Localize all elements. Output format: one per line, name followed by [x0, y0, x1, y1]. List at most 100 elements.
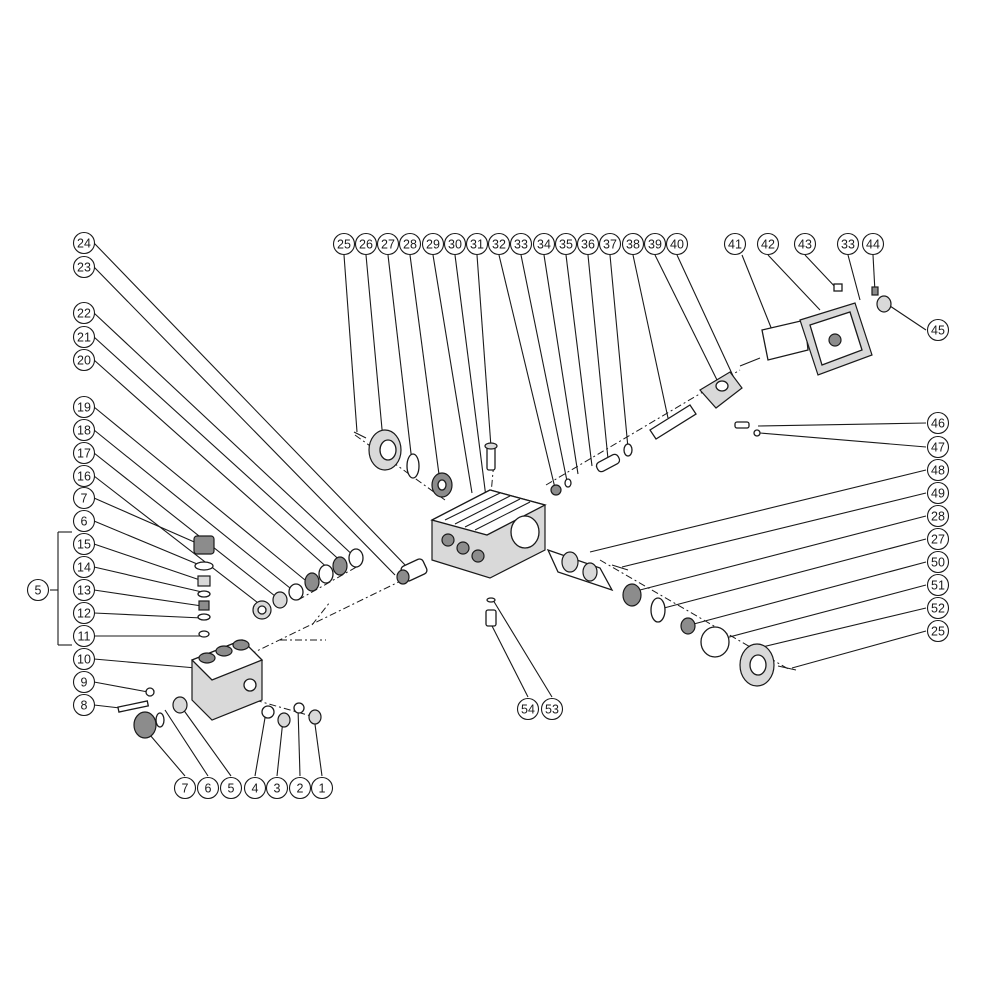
callout-circle [72, 555, 96, 579]
callout-label: 52 [931, 602, 945, 616]
callout-36: 36 [576, 232, 600, 256]
callout-circle [926, 458, 950, 482]
callout-label: 23 [77, 261, 91, 275]
callout-circle [598, 232, 622, 256]
callout-19: 19 [72, 395, 96, 419]
callout-circle [72, 348, 96, 372]
callout-label: 24 [77, 237, 91, 251]
callout-label: 18 [77, 424, 91, 438]
callout-label: 5 [35, 584, 42, 598]
callout-label: 46 [931, 417, 945, 431]
callout-12: 12 [72, 601, 96, 625]
callout-1: 1 [310, 776, 334, 800]
callout-label: 11 [78, 630, 91, 644]
callout-label: 38 [626, 238, 640, 252]
callout-circle [72, 441, 96, 465]
callout-label: 29 [426, 238, 440, 252]
callout-circle [72, 301, 96, 325]
callout-label: 45 [931, 324, 945, 338]
callout-label: 20 [77, 354, 91, 368]
callout-circle [72, 486, 96, 510]
callout-circle [72, 647, 96, 671]
callout-label: 4 [252, 782, 259, 796]
callout-circle [443, 232, 467, 256]
callout-26: 26 [354, 232, 378, 256]
callout-circle [926, 573, 950, 597]
callout-20: 20 [72, 348, 96, 372]
callout-9: 9 [72, 670, 96, 694]
callout-label: 37 [603, 238, 617, 252]
callout-circle [72, 395, 96, 419]
callout-circle [756, 232, 780, 256]
callout-3: 3 [265, 776, 289, 800]
callout-label: 8 [81, 699, 88, 713]
callout-label: 36 [581, 238, 595, 252]
callout-54: 54 [516, 697, 540, 721]
callout-25: 25 [332, 232, 356, 256]
callout-53: 53 [540, 697, 564, 721]
callout-label: 54 [521, 703, 535, 717]
callout-circle [288, 776, 312, 800]
connecting-rod [550, 357, 761, 496]
callout-circle [665, 232, 689, 256]
callout-circle [72, 670, 96, 694]
callout-label: 7 [182, 782, 189, 796]
callout-label: 14 [77, 561, 91, 575]
callout-8: 8 [72, 693, 96, 717]
callout-label: 7 [81, 492, 88, 506]
seal-set [252, 548, 428, 620]
callout-circle [926, 435, 950, 459]
callout-circle [72, 578, 96, 602]
callout-11: 11 [72, 624, 96, 648]
callout-circle [26, 578, 50, 602]
callout-circle [621, 232, 645, 256]
callout-34: 34 [532, 232, 556, 256]
callout-6: 6 [196, 776, 220, 800]
callout-circle [219, 776, 243, 800]
callout-circle [793, 232, 817, 256]
callout-label: 26 [359, 238, 373, 252]
callout-circle [310, 776, 334, 800]
callout-label: 5 [228, 782, 235, 796]
callout-label: 21 [77, 331, 91, 345]
callout-2: 2 [288, 776, 312, 800]
callout-label: 6 [205, 782, 212, 796]
callout-circle [926, 481, 950, 505]
callout-50: 50 [926, 550, 950, 574]
callout-circle [465, 232, 489, 256]
callout-circle [926, 619, 950, 643]
callout-label: 39 [648, 238, 662, 252]
callout-30: 30 [443, 232, 467, 256]
callout-28: 28 [398, 232, 422, 256]
callout-circle [243, 776, 267, 800]
callout-5: 5 [26, 578, 50, 602]
callout-48: 48 [926, 458, 950, 482]
callout-label: 3 [274, 782, 281, 796]
callout-5: 5 [219, 776, 243, 800]
drain-plug [485, 597, 497, 627]
callout-circle [72, 601, 96, 625]
callout-17: 17 [72, 441, 96, 465]
callout-44: 44 [861, 232, 885, 256]
callout-35: 35 [554, 232, 578, 256]
callout-label: 50 [931, 556, 945, 570]
callout-label: 6 [81, 515, 88, 529]
callout-label: 15 [77, 538, 91, 552]
bearing-cover-left [353, 429, 453, 498]
callout-circle [540, 697, 564, 721]
callout-7: 7 [72, 486, 96, 510]
callout-circle [926, 504, 950, 528]
callout-47: 47 [926, 435, 950, 459]
crankshaft [546, 548, 629, 592]
callout-28: 28 [926, 504, 950, 528]
callout-42: 42 [756, 232, 780, 256]
callout-21: 21 [72, 325, 96, 349]
callout-circle [926, 411, 950, 435]
callout-circle [576, 232, 600, 256]
callout-circle [72, 532, 96, 556]
pins [734, 421, 761, 437]
callout-label: 40 [670, 238, 684, 252]
callout-circle [196, 776, 220, 800]
callout-circle [926, 550, 950, 574]
